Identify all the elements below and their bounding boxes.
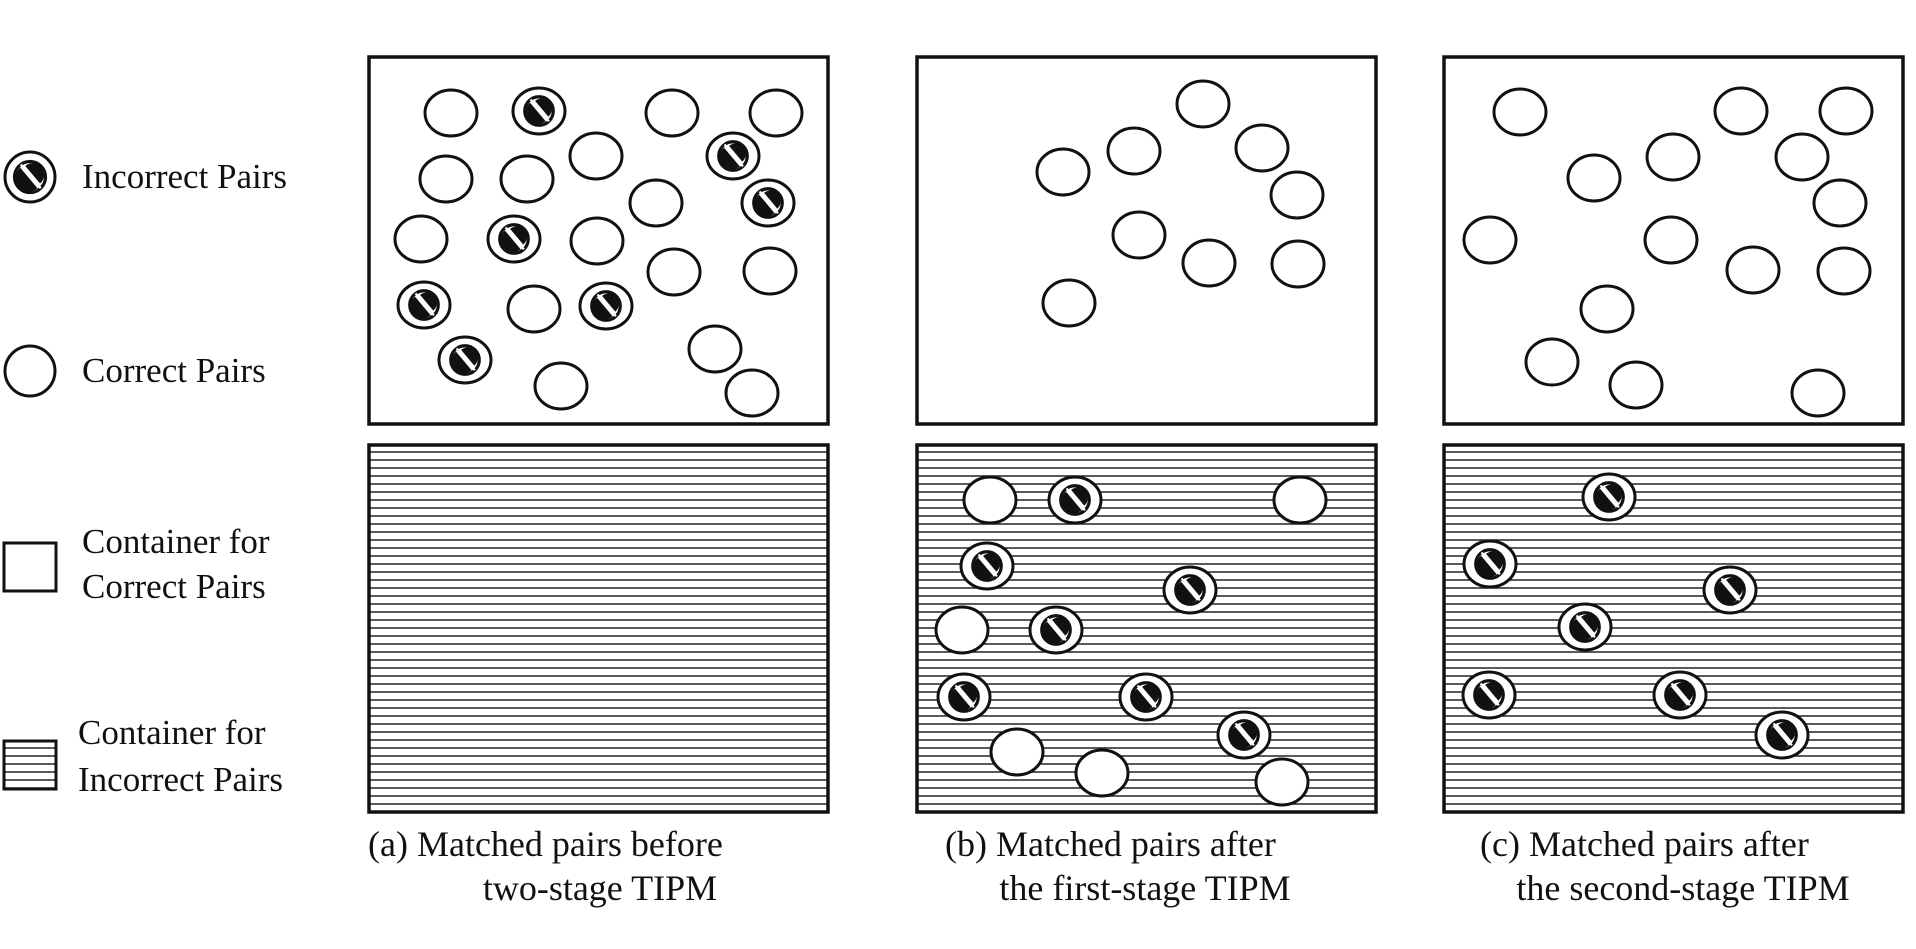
correct-pair-icon <box>1774 132 1830 182</box>
correct-pair-icon <box>646 247 702 297</box>
panel-b-correct-container-items <box>1035 79 1326 328</box>
incorrect-pair-icon <box>396 280 452 330</box>
panel-c-incorrect-container-items <box>1461 472 1810 760</box>
incorrect-pair-icon <box>936 672 992 722</box>
panel-a: (a) Matched pairs before two-stage TIPM <box>367 55 830 908</box>
correct-pair-icon <box>724 368 780 418</box>
correct-pair-icon <box>1272 475 1328 525</box>
panel-b-caption-line2: the first-stage TIPM <box>999 868 1290 908</box>
correct-pair-icon <box>1106 126 1162 176</box>
incorrect-pair-icon <box>511 86 567 136</box>
correct-pair-icon <box>1035 147 1091 197</box>
legend-container-incorrect-line2: Incorrect Pairs <box>78 760 283 799</box>
incorrect-pair-icon <box>578 281 634 331</box>
correct-pair-icon <box>1524 337 1580 387</box>
correct-pair-icon <box>1725 245 1781 295</box>
correct-pair-icon <box>628 178 684 228</box>
panel-c: (c) Matched pairs after the second-stage… <box>1442 55 1905 908</box>
incorrect-pair-icon <box>3 150 57 204</box>
correct-pair-icon <box>1713 86 1769 136</box>
incorrect-pair-icon <box>1702 565 1758 615</box>
correct-pair-icon <box>499 154 555 204</box>
correct-pair-icon <box>1645 132 1701 182</box>
correct-pair-icon <box>569 216 625 266</box>
correct-pair-icon <box>393 214 449 264</box>
legend-container-incorrect-line1: Container for <box>78 713 266 752</box>
incorrect-pair-icon <box>1047 475 1103 525</box>
correct-pair-icon <box>1816 246 1872 296</box>
incorrect-pair-icon <box>1557 602 1613 652</box>
correct-container-icon <box>2 541 58 593</box>
incorrect-pair-icon <box>959 541 1015 591</box>
panel-b: (b) Matched pairs after the first-stage … <box>915 55 1378 908</box>
incorrect-pair-icon <box>1754 710 1810 760</box>
correct-pair-icon <box>644 88 700 138</box>
correct-pair-icon <box>934 605 990 655</box>
incorrect-pair-icon <box>1028 605 1084 655</box>
panel-a-incorrect-container <box>367 443 830 814</box>
incorrect-pair-icon <box>1216 710 1272 760</box>
panel-c-caption-line1: (c) Matched pairs after <box>1480 824 1809 864</box>
legend-container-correct-line2: Correct Pairs <box>82 567 266 606</box>
incorrect-pair-icon <box>1581 472 1637 522</box>
correct-pair-icon <box>1270 239 1326 289</box>
correct-pair-icon <box>742 246 798 296</box>
correct-pair-icon <box>1566 153 1622 203</box>
correct-pair-icon <box>1074 748 1130 798</box>
correct-pair-icon <box>1579 284 1635 334</box>
correct-pair-icon <box>3 344 57 398</box>
correct-pair-icon <box>1608 360 1664 410</box>
incorrect-pair-icon <box>1652 670 1708 720</box>
incorrect-pair-icon <box>1162 565 1218 615</box>
panel-b-incorrect-container-items <box>934 475 1328 807</box>
correct-pair-icon <box>687 324 743 374</box>
panel-a-caption-line1: (a) Matched pairs before <box>368 824 723 864</box>
correct-pair-icon <box>1818 86 1874 136</box>
panel-c-incorrect-container <box>1442 443 1905 814</box>
correct-pair-icon <box>506 284 562 334</box>
correct-pair-icon <box>568 131 624 181</box>
panel-c-correct-container-items <box>1462 86 1874 418</box>
correct-pair-icon <box>1234 123 1290 173</box>
incorrect-pair-icon <box>740 178 796 228</box>
incorrect-container-icon <box>2 739 58 791</box>
correct-pair-icon <box>989 727 1045 777</box>
incorrect-pair-icon <box>486 214 542 264</box>
panel-b-caption-line1: (b) Matched pairs after <box>945 824 1276 864</box>
correct-pair-icon <box>1269 170 1325 220</box>
correct-pair-icon <box>1790 368 1846 418</box>
panel-c-caption-line2: the second-stage TIPM <box>1516 868 1849 908</box>
incorrect-pair-icon <box>1462 539 1518 589</box>
panel-a-caption-line2: two-stage TIPM <box>483 868 717 908</box>
incorrect-pair-icon <box>1461 670 1517 720</box>
correct-pair-icon <box>962 475 1018 525</box>
incorrect-pair-icon <box>1118 672 1174 722</box>
correct-pair-icon <box>533 361 589 411</box>
legend-incorrect-label: Incorrect Pairs <box>82 157 287 196</box>
legend-correct-label: Correct Pairs <box>82 351 266 390</box>
panel-a-correct-container-items <box>393 86 804 418</box>
correct-pair-icon <box>1812 178 1868 228</box>
incorrect-pair-icon <box>705 131 761 181</box>
correct-pair-icon <box>748 88 804 138</box>
correct-pair-icon <box>3 344 57 398</box>
correct-pair-icon <box>1254 757 1310 807</box>
legend-container-correct-line1: Container for <box>82 522 270 561</box>
correct-pair-icon <box>1492 87 1548 137</box>
correct-pair-icon <box>1181 238 1237 288</box>
incorrect-pair-icon <box>3 150 57 204</box>
correct-pair-icon <box>1643 215 1699 265</box>
incorrect-pair-icon <box>437 335 493 385</box>
correct-pair-icon <box>1111 210 1167 260</box>
correct-pair-icon <box>418 154 474 204</box>
correct-pair-icon <box>1175 79 1231 129</box>
legend: Incorrect Pairs Correct Pairs Container … <box>2 150 287 799</box>
correct-pair-icon <box>1462 215 1518 265</box>
correct-pair-icon <box>423 88 479 138</box>
correct-pair-icon <box>1041 278 1097 328</box>
